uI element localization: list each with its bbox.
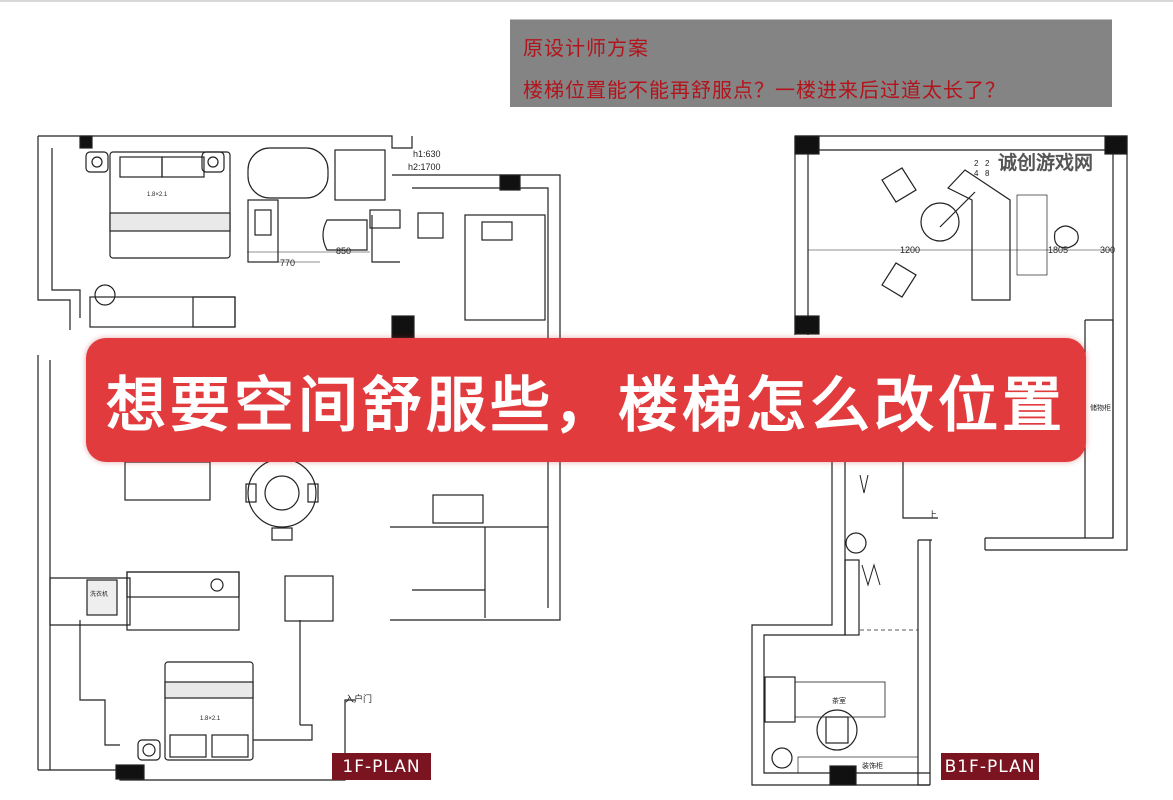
dim-850: 850 [336, 246, 351, 256]
plan-b1f [751, 135, 1128, 786]
h1-annotation: h1:630 [413, 149, 441, 159]
plan-label-b1f: B1F-PLAN [941, 753, 1039, 780]
plan-label-1f: 1F-PLAN [332, 753, 431, 780]
headline-banner: 想要空间舒服些，楼梯怎么改位置 [86, 338, 1086, 462]
plan-annotations: h1:630 h2:1700 850 770 1.8×2.1 1.8×2.1 入… [90, 149, 1115, 770]
grid-num-3: 4 [974, 169, 979, 178]
dim-1200: 1200 [900, 245, 920, 255]
washer-label: 洗衣机 [90, 590, 108, 598]
bed-size-bottom: 1.8×2.1 [200, 716, 221, 722]
watermark: 诚创游戏网 [998, 152, 1094, 174]
entrance-label: 入户门 [345, 693, 372, 704]
plan-1f [37, 135, 561, 781]
storage-label: 储物柜 [1090, 403, 1111, 412]
bed-size-top: 1.8×2.1 [147, 192, 168, 198]
grid-num-4: 8 [985, 169, 990, 178]
designer-note-box: 原设计师方案 楼梯位置能不能再舒服点？一楼进来后过道太长了？ [510, 19, 1112, 107]
dim-1805: 1805 [1048, 245, 1068, 255]
tea-room-label: 茶室 [832, 696, 846, 705]
dim-300: 300 [1100, 245, 1115, 255]
decor-cabinet-label: 装饰柜 [862, 761, 883, 770]
h2-annotation: h2:1700 [408, 162, 441, 172]
up-label: 上 [928, 510, 937, 520]
note-title: 原设计师方案 [523, 36, 649, 60]
top-border [0, 0, 1173, 2]
headline-text: 想要空间舒服些，楼梯怎么改位置 [106, 370, 1066, 441]
dim-770: 770 [280, 258, 295, 268]
grid-num-2: 2 [985, 159, 990, 168]
grid-num-1: 2 [974, 159, 979, 168]
note-question: 楼梯位置能不能再舒服点？一楼进来后过道太长了？ [523, 78, 1006, 102]
